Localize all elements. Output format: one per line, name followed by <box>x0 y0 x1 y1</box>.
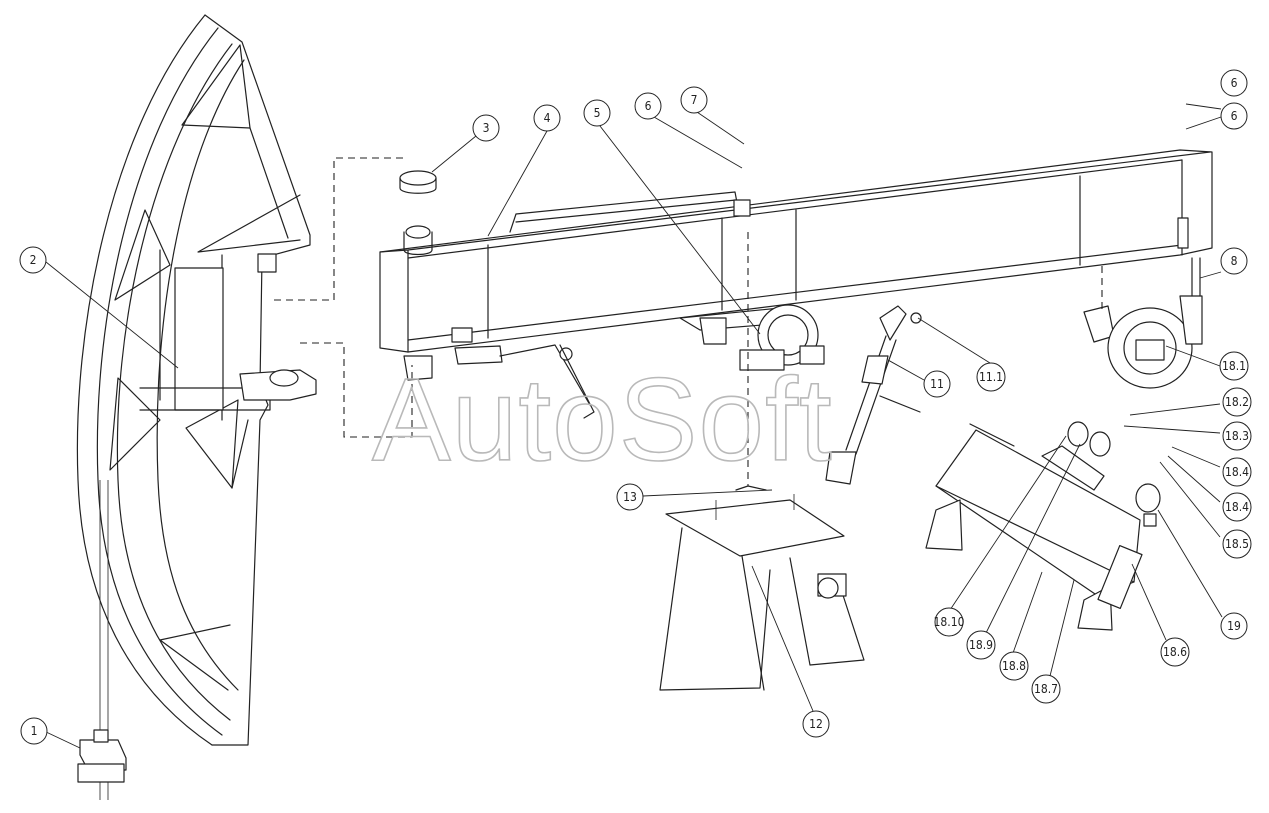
callout-18-2: 18.2 <box>1222 387 1252 417</box>
callout-11-1: 11.1 <box>976 362 1006 392</box>
callout-label: 13 <box>623 490 637 504</box>
callout-label: 6 <box>1231 109 1238 123</box>
callout-label: 7 <box>691 93 698 107</box>
callout-label: 1 <box>31 724 38 738</box>
callout-label: 6 <box>645 99 652 113</box>
callout-label: 19 <box>1227 619 1241 633</box>
callout-18-1: 18.1 <box>1219 351 1249 381</box>
connecting-rod-part <box>825 305 922 485</box>
callout-label: 2 <box>30 253 37 267</box>
callout-label: 18.5 <box>1225 537 1249 551</box>
alignment-line-lower <box>300 342 413 438</box>
callout-18-4b: 18.4 <box>1222 492 1252 522</box>
gearbox-part <box>925 421 1161 631</box>
callout-18-4a: 18.4 <box>1222 457 1252 487</box>
callout-label: 11.1 <box>979 370 1003 384</box>
callout-6a: 6 <box>634 92 662 120</box>
callout-11: 11 <box>923 370 951 398</box>
callout-label: 18.9 <box>969 638 993 652</box>
callout-12: 12 <box>802 710 830 738</box>
callout-18-7: 18.7 <box>1031 674 1061 704</box>
callout-label: 18.1 <box>1222 359 1246 373</box>
callout-5: 5 <box>583 99 611 127</box>
callout-label: 18.3 <box>1225 429 1249 443</box>
callout-18-8: 18.8 <box>999 651 1029 681</box>
callout-18-5: 18.5 <box>1222 529 1252 559</box>
callout-1: 1 <box>20 717 48 745</box>
callout-label: 18.8 <box>1002 659 1026 673</box>
callout-label: 18.7 <box>1034 682 1058 696</box>
callout-6c: 6 <box>1220 102 1248 130</box>
callout-label: 18.6 <box>1163 645 1187 659</box>
callout-label: 11 <box>930 377 944 391</box>
callout-label: 6 <box>1231 76 1238 90</box>
callout-2: 2 <box>19 246 47 274</box>
callout-18-10: 18.10 <box>934 607 965 637</box>
walking-beam-part <box>379 149 1213 419</box>
callout-label: 12 <box>809 717 823 731</box>
callout-label: 5 <box>594 106 601 120</box>
callout-label: 18.2 <box>1225 395 1249 409</box>
callout-label: 18.4 <box>1225 465 1249 479</box>
tail-bearing-part <box>1083 257 1203 389</box>
callout-3: 3 <box>472 114 500 142</box>
horse-head-part <box>76 14 317 746</box>
bushing-part <box>399 170 437 256</box>
callout-4: 4 <box>533 104 561 132</box>
samson-post-part <box>659 232 865 691</box>
callout-label: 8 <box>1231 254 1238 268</box>
callout-7: 7 <box>680 86 708 114</box>
callout-18-6: 18.6 <box>1160 637 1190 667</box>
callout-19: 19 <box>1220 612 1248 640</box>
callout-18-3: 18.3 <box>1222 421 1252 451</box>
leader-lines <box>43 103 1223 749</box>
carrier-bar-part <box>77 729 127 800</box>
callout-18-9: 18.9 <box>966 630 996 660</box>
callout-label: 18.10 <box>934 615 965 629</box>
alignment-line-upper <box>274 157 404 301</box>
callout-label: 4 <box>544 111 551 125</box>
callout-label: 18.4 <box>1225 500 1249 514</box>
callout-6b: 6 <box>1220 69 1248 97</box>
callout-13: 13 <box>616 483 644 511</box>
callout-label: 3 <box>483 121 490 135</box>
callout-8: 8 <box>1220 247 1248 275</box>
watermark-text: AutoSoft <box>372 354 833 486</box>
